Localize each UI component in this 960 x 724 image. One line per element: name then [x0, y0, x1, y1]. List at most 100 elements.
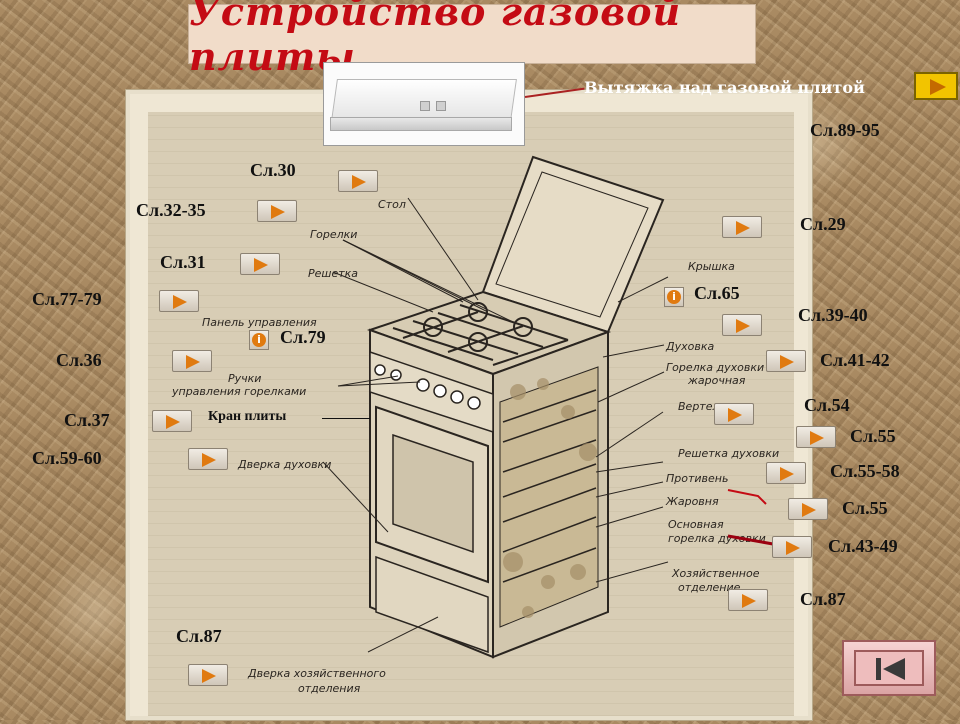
- label-ruchki-1: Ручки: [228, 372, 261, 385]
- return-button[interactable]: [842, 640, 936, 696]
- next-slide-button[interactable]: [914, 72, 958, 100]
- arrow-right-icon: [802, 503, 816, 517]
- red-arrow-small: [727, 489, 767, 505]
- slide-link-sl31[interactable]: Сл.31: [160, 252, 206, 272]
- nav-button-sl37[interactable]: [152, 410, 192, 432]
- slide-link-sl32-35[interactable]: Сл.32-35: [136, 200, 206, 220]
- page-title: Устройство газовой плиты: [189, 0, 682, 79]
- label-ruchki-2: управления горелками: [171, 385, 306, 398]
- slide-link-sl36[interactable]: Сл.36: [56, 350, 102, 370]
- hood-lip: [330, 117, 512, 131]
- nav-button-sl54[interactable]: [714, 403, 754, 425]
- slide-link-sl79[interactable]: Сл.79: [280, 327, 326, 347]
- slide-link-sl65[interactable]: Сл.65: [694, 283, 740, 303]
- arrow-right-icon: [780, 355, 794, 369]
- slide-link-sl55-58[interactable]: Сл.55-58: [830, 461, 900, 481]
- nav-button-sl77-79[interactable]: [159, 290, 199, 312]
- nav-button-sl36[interactable]: [172, 350, 212, 372]
- arrow-right-icon: [736, 319, 750, 333]
- label-osn-gorelka-2: горелка духовки: [668, 532, 766, 545]
- nav-button-sl39-40[interactable]: [722, 314, 762, 336]
- arrow-right-icon: [186, 355, 200, 369]
- label-duhovka: Духовка: [665, 340, 714, 353]
- nav-button-sl41-42[interactable]: [766, 350, 806, 372]
- label-reshetka-duh: Решетка духовки: [678, 447, 779, 460]
- arrow-right-icon: [202, 669, 216, 683]
- info-button-sl79[interactable]: i: [249, 330, 269, 350]
- nav-button-sl55-58[interactable]: [766, 462, 806, 484]
- kran-pointer-line: [322, 418, 370, 419]
- nav-button-sl87-right[interactable]: [728, 589, 768, 611]
- nav-button-sl31[interactable]: [240, 253, 280, 275]
- label-gorelka-duh-2: жарочная: [687, 374, 746, 387]
- info-icon: i: [252, 333, 266, 347]
- label-hoz-otd-2: отделение: [678, 581, 741, 594]
- nav-button-sl32-35[interactable]: [257, 200, 297, 222]
- hood-body: [331, 79, 517, 121]
- hood-knob: [420, 101, 430, 111]
- slide-link-sl29[interactable]: Сл.29: [800, 214, 846, 234]
- nav-button-sl30[interactable]: [338, 170, 378, 192]
- info-button-sl65[interactable]: i: [664, 287, 684, 307]
- slide-link-sl59-60[interactable]: Сл.59-60: [32, 448, 102, 468]
- next-slide-icon: [930, 79, 946, 95]
- arrow-right-icon: [254, 258, 268, 272]
- label-dverka-hoz-2: отделения: [298, 682, 361, 695]
- slide-link-sl77-79[interactable]: Сл.77-79: [32, 289, 102, 309]
- label-hoz-otd-1: Хозяйственное: [671, 567, 760, 580]
- arrow-right-icon: [202, 453, 216, 467]
- red-arrow-large: [727, 534, 774, 546]
- label-panel: Панель управления: [202, 316, 317, 329]
- slide-link-sl87-left[interactable]: Сл.87: [176, 626, 222, 646]
- arrow-right-icon: [742, 594, 756, 608]
- arrow-right-icon: [352, 175, 366, 189]
- return-arrow-icon: [883, 658, 905, 680]
- label-zharovnya: Жаровня: [665, 495, 719, 508]
- label-stol: Стол: [378, 198, 406, 211]
- hood-knob: [436, 101, 446, 111]
- info-icon: i: [667, 290, 681, 304]
- slide-link-sl43-49[interactable]: Сл.43-49: [828, 536, 898, 556]
- slide-link-sl37[interactable]: Сл.37: [64, 410, 110, 430]
- slide-link-sl55-b[interactable]: Сл.55: [842, 498, 888, 518]
- arrow-right-icon: [271, 205, 285, 219]
- hood-caption: Вытяжка над газовой плитой: [584, 78, 865, 97]
- nav-button-sl55-b[interactable]: [788, 498, 828, 520]
- arrow-right-icon: [173, 295, 187, 309]
- range-hood-image: [323, 62, 525, 146]
- label-vertel: Вертел: [678, 400, 720, 413]
- diagram-background: Стол Горелки Решетка Панель управления Р…: [148, 112, 794, 716]
- label-protiven: Противень: [666, 472, 728, 485]
- slide-link-sl55-a[interactable]: Сл.55: [850, 426, 896, 446]
- slide-link-sl30[interactable]: Сл.30: [250, 160, 296, 180]
- slide-link-sl87-right[interactable]: Сл.87: [800, 589, 846, 609]
- slide-link-sl41-42[interactable]: Сл.41-42: [820, 350, 890, 370]
- arrow-right-icon: [728, 408, 742, 422]
- slide-link-sl89-95[interactable]: Сл.89-95: [810, 120, 880, 140]
- arrow-right-icon: [810, 431, 824, 445]
- return-icon: [876, 658, 881, 680]
- nav-button-sl87-left[interactable]: [188, 664, 228, 686]
- arrow-right-icon: [786, 541, 800, 555]
- nav-button-sl43-49[interactable]: [772, 536, 812, 558]
- nav-button-sl29[interactable]: [722, 216, 762, 238]
- arrow-right-icon: [736, 221, 750, 235]
- arrow-right-icon: [780, 467, 794, 481]
- label-osn-gorelka-1: Основная: [668, 518, 724, 531]
- stove-diagram: Стол Горелки Решетка Панель управления Р…: [171, 155, 779, 695]
- slide-link-sl39-40[interactable]: Сл.39-40: [798, 305, 868, 325]
- arrow-right-icon: [166, 415, 180, 429]
- return-button-face: [854, 650, 924, 686]
- nav-button-sl59-60[interactable]: [188, 448, 228, 470]
- slide-link-sl54[interactable]: Сл.54: [804, 395, 850, 415]
- diagram-panel: Стол Горелки Решетка Панель управления Р…: [126, 90, 812, 720]
- label-dverka: Дверка духовки: [237, 458, 331, 471]
- label-gorelka-duh-1: Горелка духовки: [666, 361, 764, 374]
- nav-button-sl55-a[interactable]: [796, 426, 836, 448]
- label-dverka-hoz-1: Дверка хозяйственного: [247, 667, 386, 680]
- label-kran: Кран плиты: [208, 409, 287, 424]
- label-reshetka: Решетка: [308, 267, 358, 280]
- title-banner: Устройство газовой плиты: [188, 0, 756, 79]
- label-gorelki: Горелки: [310, 228, 357, 241]
- label-kryshka: Крышка: [688, 260, 735, 273]
